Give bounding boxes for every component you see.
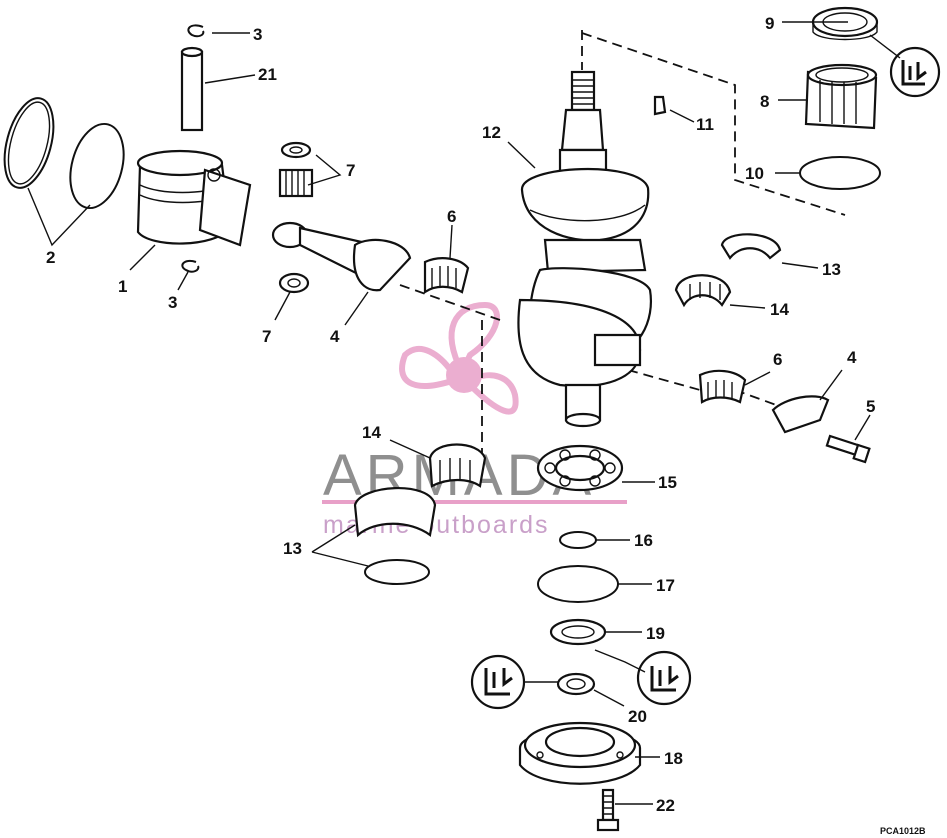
callout-6-upper: 6: [447, 207, 456, 226]
bearing-housing: [518, 721, 642, 785]
connecting-rod: [271, 221, 412, 292]
rod-cap: [771, 395, 830, 434]
callout-16: 16: [634, 531, 653, 550]
callout-12: 12: [482, 123, 501, 142]
retainer-clip-top: [187, 24, 205, 38]
crankshaft: [517, 70, 652, 428]
needle-bearing-top: [278, 141, 314, 198]
propeller-logo-icon: [399, 301, 519, 415]
callout-5: 5: [866, 397, 875, 416]
callout-15: 15: [658, 473, 677, 492]
woodruff-key: [653, 95, 667, 116]
needle-bearing-bottom: [278, 272, 310, 294]
bearing-half-lower: [428, 443, 487, 488]
piston-ring-2: [69, 122, 125, 210]
callout-7-top: 7: [346, 161, 355, 180]
seal-symbol-icon: [889, 46, 941, 98]
piston-ring-1: [3, 97, 55, 189]
piston: [136, 149, 252, 247]
callout-14-upper: 14: [770, 300, 789, 319]
callout-13-lower: 13: [283, 539, 302, 558]
seal-19: [549, 618, 607, 646]
callout-8: 8: [760, 92, 769, 111]
leader-lines: [27, 21, 901, 805]
callout-14-lower: 14: [362, 423, 381, 442]
drawing-code: PCA1012B: [880, 826, 926, 836]
callout-10: 10: [745, 164, 764, 183]
upper-bearing: [804, 63, 878, 130]
callout-22: 22: [656, 796, 675, 815]
callout-19: 19: [646, 624, 665, 643]
callout-18: 18: [664, 749, 683, 768]
callout-4-rod: 4: [330, 327, 340, 346]
wrist-pin: [180, 46, 204, 132]
retaining-ring-half-lower: [353, 486, 437, 538]
rod-bearing-cage-upper: [423, 257, 470, 295]
retainer-clip-bottom: [181, 260, 200, 273]
housing-screw: [596, 788, 620, 832]
rod-screw: [825, 434, 871, 464]
piston-ring-1-inner: [7, 101, 51, 185]
callout-9: 9: [765, 14, 774, 33]
callout-13-upper: 13: [822, 260, 841, 279]
callout-1: 1: [118, 277, 127, 296]
callout-21: 21: [258, 65, 277, 84]
retaining-ring-half-upper: [720, 233, 782, 260]
o-ring-upper: [799, 156, 881, 190]
callout-7-bottom: 7: [262, 327, 271, 346]
watermark-bar: [322, 500, 627, 504]
callout-6-lower: 6: [773, 350, 782, 369]
callout-4-cap: 4: [847, 348, 857, 367]
ball-bearing: [536, 444, 624, 492]
retaining-ring-lower: [364, 559, 430, 585]
callout-20: 20: [628, 707, 647, 726]
callout-3-top: 3: [253, 25, 262, 44]
o-ring-17: [537, 565, 619, 603]
assembly-lines: [399, 30, 846, 460]
seal-20: [556, 672, 596, 696]
upper-seal: [811, 6, 879, 41]
seal-symbol-icon: [470, 654, 526, 710]
callout-11: 11: [696, 115, 714, 134]
callout-3-bottom: 3: [168, 293, 177, 312]
callout-17: 17: [656, 576, 675, 595]
seal-symbol-icon: [636, 650, 692, 706]
callout-numbers: 1 2 3 3 4 4 5 6 6 7 7 8 9 10 11 12 13 13…: [46, 14, 875, 815]
retaining-ring-16: [559, 531, 597, 549]
rod-bearing-cage-lower: [698, 369, 747, 404]
bearing-half-upper: [674, 274, 732, 308]
callout-2: 2: [46, 248, 55, 267]
